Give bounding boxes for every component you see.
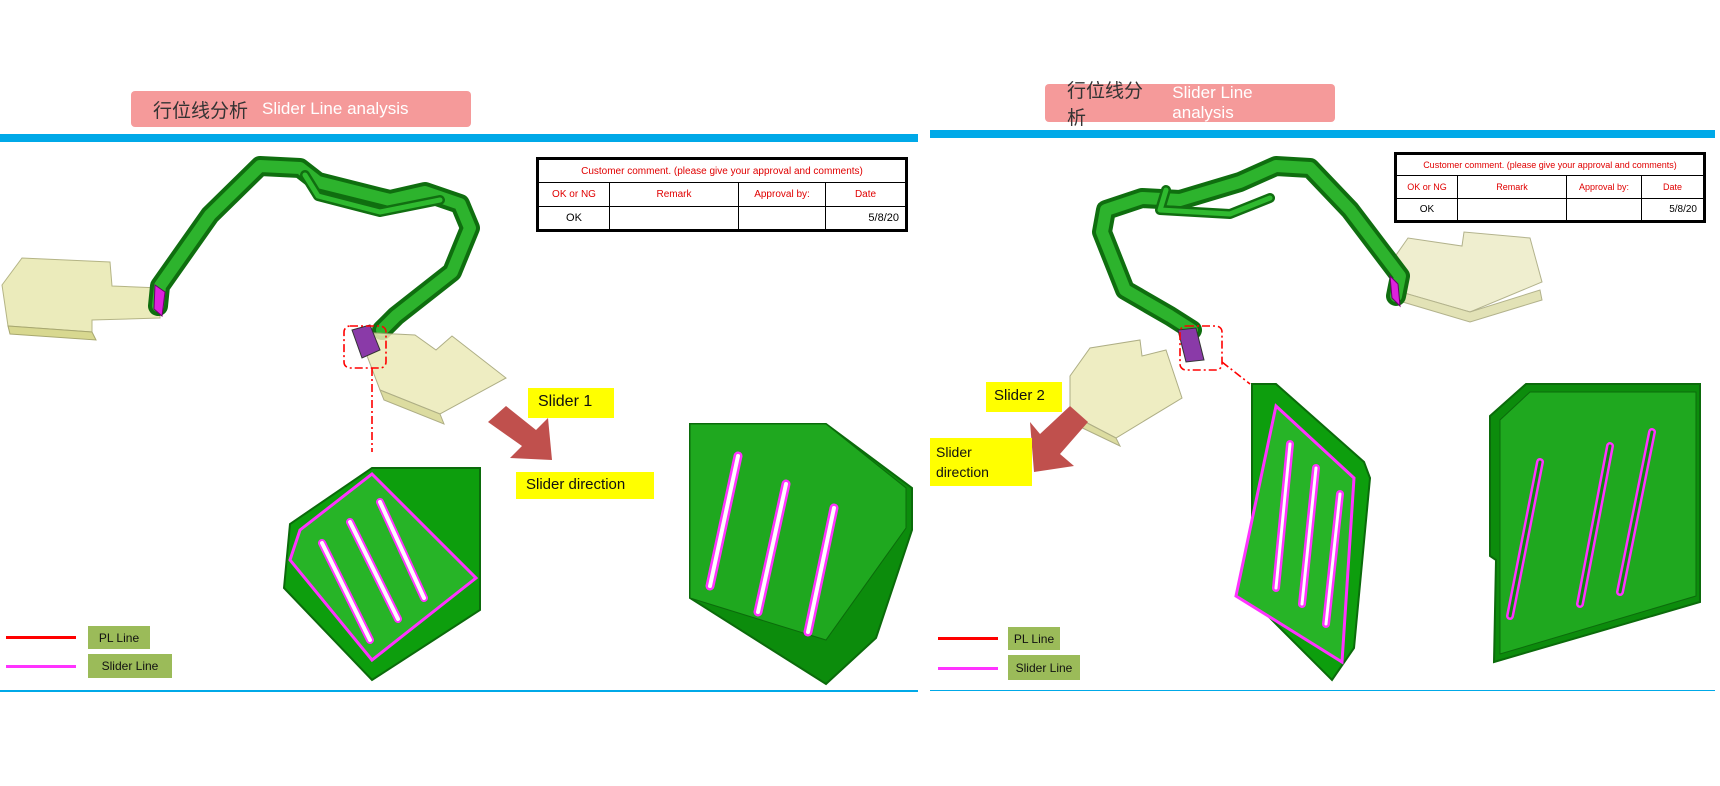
cell-approval: [1566, 198, 1642, 222]
detail-view-1: [1234, 383, 1372, 682]
title-english: Slider Line analysis: [1172, 83, 1253, 122]
cell-remark: [1457, 198, 1567, 222]
right-translucent-block: [1393, 231, 1543, 323]
title-english: Slider Line analysis: [262, 99, 409, 118]
header-bar: [930, 130, 1715, 138]
cell-ok-ng: OK: [537, 206, 610, 231]
pl-line-label: PL Line: [88, 626, 150, 649]
detail-view-2: [689, 423, 913, 686]
pl-line-swatch: [6, 636, 76, 639]
slider-direction-arrow: [1030, 406, 1088, 472]
slider-line-swatch: [6, 665, 76, 668]
slider-direction-label: Slider direction: [516, 472, 654, 499]
slider-line-label: Slider Line: [88, 654, 172, 678]
left-translucent-block: [1, 257, 161, 341]
slider-line-label: Slider Line: [1008, 655, 1080, 680]
part-illustration: [1030, 156, 1701, 682]
slider-face-magenta: [1389, 274, 1401, 308]
header-remark: Remark: [1457, 175, 1567, 199]
detail-view-2: [1489, 383, 1701, 664]
green-frame: [148, 156, 480, 340]
slide-left: 行位线分析 Slider Line analysis Customer comm…: [0, 91, 918, 692]
slider-face-magenta: [153, 284, 166, 317]
customer-comment-table: Customer comment. (please give your appr…: [1394, 152, 1706, 223]
cell-approval: [738, 206, 826, 231]
left-translucent-block: [1069, 339, 1183, 448]
callout-outline: [1179, 325, 1251, 385]
title-chinese: 行位线分析: [153, 99, 249, 122]
pl-line-swatch: [938, 637, 998, 640]
slider-direction-line2: direction: [936, 464, 989, 480]
title-chinese: 行位线分析: [1067, 80, 1144, 129]
slide-title: 行位线分析 Slider Line analysis: [1045, 80, 1335, 129]
footer-line: [0, 690, 918, 692]
slider-direction-line1: Slider: [936, 444, 972, 460]
slider-label: Slider 1: [528, 388, 614, 418]
customer-comment-table: Customer comment. (please give your appr…: [536, 157, 908, 232]
slider-face-2: [351, 324, 381, 359]
header-bar: [0, 134, 918, 142]
right-translucent-block: [357, 331, 507, 425]
slider-line-swatch: [938, 667, 998, 670]
slider-direction-label: Slider direction: [930, 438, 1032, 486]
cell-ok-ng: OK: [1395, 198, 1458, 222]
cell-date: 5/8/20: [1641, 198, 1705, 222]
pl-line-label: PL Line: [1008, 627, 1060, 650]
green-frame: [1092, 156, 1410, 340]
detail-view-1: [282, 467, 481, 682]
slide-right: 行位线分析 Slider Line analysis Customer comm…: [930, 0, 1720, 786]
header-date: Date: [825, 182, 907, 207]
table-title: Customer comment. (please give your appr…: [537, 158, 907, 183]
footer-line: [930, 690, 1715, 691]
slider-label: Slider 2: [986, 382, 1062, 412]
slider-direction-arrow: [488, 406, 552, 460]
cell-date: 5/8/20: [825, 206, 907, 231]
part-illustration: [1, 156, 913, 686]
slider-face-2: [1177, 327, 1205, 363]
callout-outline: [343, 325, 387, 452]
slide-title: 行位线分析 Slider Line analysis: [131, 91, 471, 127]
